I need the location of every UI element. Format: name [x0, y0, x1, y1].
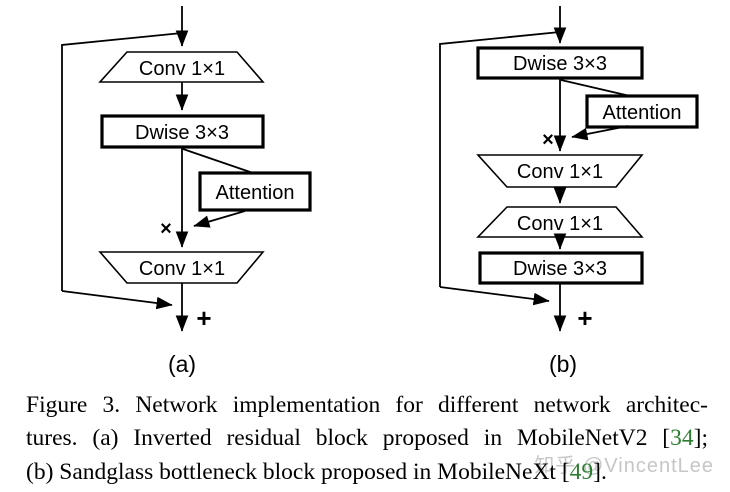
- architecture-diagrams: Conv 1×1 Dwise 3×3 Attention × Conv 1×1 …: [61, 6, 699, 377]
- caption-line-2: tures. (a) Inverted residual block propo…: [26, 422, 708, 455]
- a-conv-reduce-label: Conv 1×1: [139, 258, 225, 280]
- b-dwise-top-label: Dwise 3×3: [513, 53, 607, 75]
- b-conv-reduce-node: [476, 154, 644, 188]
- citation-49: 49: [569, 458, 594, 485]
- a-dwise-label: Dwise 3×3: [135, 122, 229, 144]
- b-conv-reduce-label: Conv 1×1: [517, 161, 603, 183]
- a-branch-to-attention-line: [182, 148, 254, 174]
- a-skip-connection-line: [61, 32, 183, 291]
- watermark: 知乎 @VincentLee: [534, 455, 714, 477]
- b-branch-to-attention-line: [560, 79, 631, 97]
- a-skip-connection-arrow: [61, 290, 173, 310]
- a-conv-expand-label: Conv 1×1: [139, 58, 225, 80]
- a-attention-to-multiply-arrow: [193, 210, 246, 228]
- a-plus-symbol: +: [196, 303, 211, 333]
- caption-line-3-tail: ].: [593, 458, 607, 485]
- a-conv-expand-node: [98, 51, 265, 83]
- b-dwise-bottom-node: [478, 251, 644, 285]
- b-dwise-top-node: [476, 46, 644, 80]
- a-attention-node: [198, 171, 312, 212]
- b-attention-to-multiply-arrow: [571, 125, 629, 141]
- caption-line-2-text: tures. (a) Inverted residual block propo…: [26, 425, 671, 452]
- b-attention-node: [585, 94, 699, 129]
- citation-34: 34: [670, 425, 694, 452]
- a-attention-label: Attention: [216, 182, 295, 204]
- b-conv-expand-label: Conv 1×1: [517, 213, 603, 235]
- caption-line-3: (b) Sandglass bottleneck block proposed …: [26, 456, 708, 489]
- b-skip-connection-line: [439, 31, 561, 287]
- a-dwise-node: [100, 114, 265, 149]
- caption-line-1-text: Figure 3. Network implementation for dif…: [26, 392, 708, 418]
- b-skip-connection-arrow: [439, 286, 550, 306]
- b-conv-expand-node: [476, 206, 644, 238]
- a-multiply-symbol: ×: [160, 218, 172, 240]
- caption-line-1: Figure 3. Network implementation for dif…: [26, 389, 708, 422]
- caption-line-3-text: (b) Sandglass bottleneck block proposed …: [26, 458, 570, 485]
- b-figure-label: (b): [549, 351, 577, 377]
- figure-caption: Figure 3. Network implementation for dif…: [26, 389, 708, 489]
- b-plus-symbol: +: [577, 303, 592, 333]
- b-attention-label: Attention: [603, 102, 682, 124]
- a-figure-label: (a): [168, 351, 196, 377]
- b-multiply-symbol: ×: [542, 129, 554, 151]
- a-conv-reduce-node: [98, 251, 265, 284]
- caption-line-2-tail: ];: [693, 425, 708, 452]
- diagram-a: Conv 1×1 Dwise 3×3 Attention × Conv 1×1 …: [61, 6, 312, 377]
- diagram-b: Dwise 3×3 Attention × Conv 1×1 Conv 1×1 …: [439, 6, 699, 377]
- b-dwise-bottom-label: Dwise 3×3: [513, 258, 607, 280]
